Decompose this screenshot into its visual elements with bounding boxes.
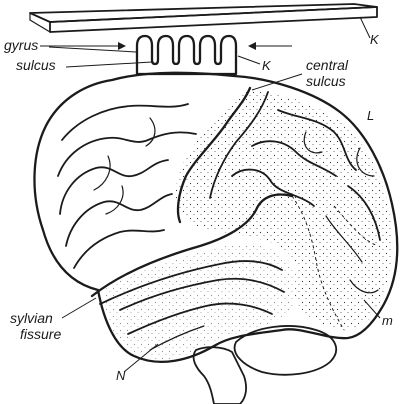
section-slab — [30, 4, 377, 32]
cerebellum — [235, 326, 337, 375]
central-sulcus-label-line2: sulcus — [306, 73, 346, 89]
sylvian-fissure-label-line1: sylvian — [10, 310, 53, 326]
label-m: m — [382, 313, 393, 328]
label-n: N — [116, 368, 126, 383]
gyrus-label: gyrus — [4, 37, 38, 53]
sylvian-fissure-label-line2: fissure — [20, 326, 61, 342]
label-l: L — [367, 108, 374, 123]
brain-hemisphere — [34, 73, 397, 362]
label-k-top: K — [370, 32, 380, 47]
sulcus-label: sulcus — [16, 57, 56, 73]
central-sulcus-label-line1: central — [306, 57, 349, 73]
label-k-mid: K — [262, 58, 272, 73]
cortex-section-inset — [40, 36, 292, 74]
